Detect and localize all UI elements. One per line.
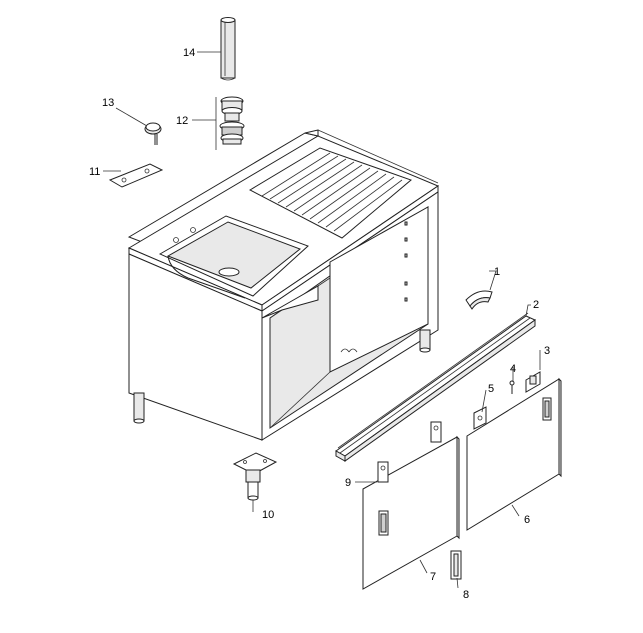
part-12-drain-valve [215, 96, 245, 150]
sink-cabinet [127, 129, 440, 441]
callout-6: 6 [524, 514, 530, 526]
callout-12: 12 [176, 115, 188, 127]
part-5-hinge-clip [473, 406, 487, 430]
callout-11: 11 [89, 166, 100, 178]
part-13-knob [144, 122, 162, 145]
callout-4: 4 [510, 363, 516, 375]
callout-13: 13 [102, 97, 114, 109]
callout-10: 10 [262, 509, 274, 521]
part-11-plate [108, 163, 164, 188]
part-14-overflow-pipe [220, 17, 236, 81]
callout-7: 7 [430, 571, 436, 583]
part-3-hinge [525, 371, 541, 393]
callout-3: 3 [544, 345, 550, 357]
part-8-bracket [450, 550, 462, 580]
part-1-handle [465, 290, 493, 310]
part-6-door-right [466, 377, 562, 531]
drainer-grooves [261, 152, 403, 232]
callout-labels: 1 2 3 4 5 6 7 8 9 10 11 12 13 14 [89, 47, 550, 601]
callout-9: 9 [345, 477, 351, 489]
callout-2: 2 [533, 299, 539, 311]
leader-lines [103, 51, 541, 589]
callout-8: 8 [463, 589, 469, 601]
callout-14: 14 [183, 47, 195, 59]
part-9-hinge-plates [377, 421, 442, 483]
part-7-door-left [362, 435, 460, 590]
callout-1: 1 [494, 266, 500, 278]
part-10-adjustable-foot [232, 452, 278, 501]
callout-5: 5 [488, 383, 494, 395]
part-4-screw [509, 380, 515, 394]
part-2-rail [335, 312, 537, 462]
side-panel-holes [404, 221, 408, 302]
